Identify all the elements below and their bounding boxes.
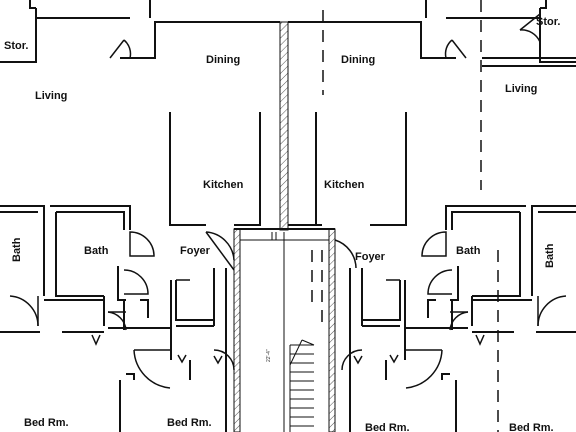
label-bath-side-right: Bath [544,243,556,268]
left-doors [9,39,235,389]
label-bath-inner-left: Bath [84,245,109,257]
label-kitchen-right: Kitchen [324,179,365,191]
room-labels: Stor. Stor. Dining Dining Living Living … [4,16,560,432]
label-dining-right: Dining [341,54,375,66]
label-bath-inner-right: Bath [456,245,481,257]
label-foyer-right: Foyer [355,251,386,263]
stair-core [233,228,336,432]
party-wall [279,21,289,231]
label-living-right: Living [505,83,537,95]
label-kitchen-left: Kitchen [203,179,244,191]
label-bath-side-left: Bath [11,237,23,262]
right-closet-marks [353,334,485,365]
label-foyer-left: Foyer [180,245,211,257]
label-bed-far-left: Bed Rm. [24,417,69,429]
left-closet-marks [91,334,223,365]
dimension-label: 22'-4" [266,349,272,362]
dashed-lines [311,0,499,432]
label-stor-right: Stor. [536,16,560,28]
label-bed-center-left: Bed Rm. [167,417,212,429]
right-doors [334,13,567,389]
label-stor-left: Stor. [4,40,28,52]
right-unit-walls [288,0,576,432]
stair-treads [289,339,315,432]
label-bed-center-right: Bed Rm. [365,422,410,432]
left-unit-walls [0,0,280,432]
label-living-left: Living [35,90,67,102]
label-bed-far-right: Bed Rm. [509,422,554,432]
label-dining-left: Dining [206,54,240,66]
